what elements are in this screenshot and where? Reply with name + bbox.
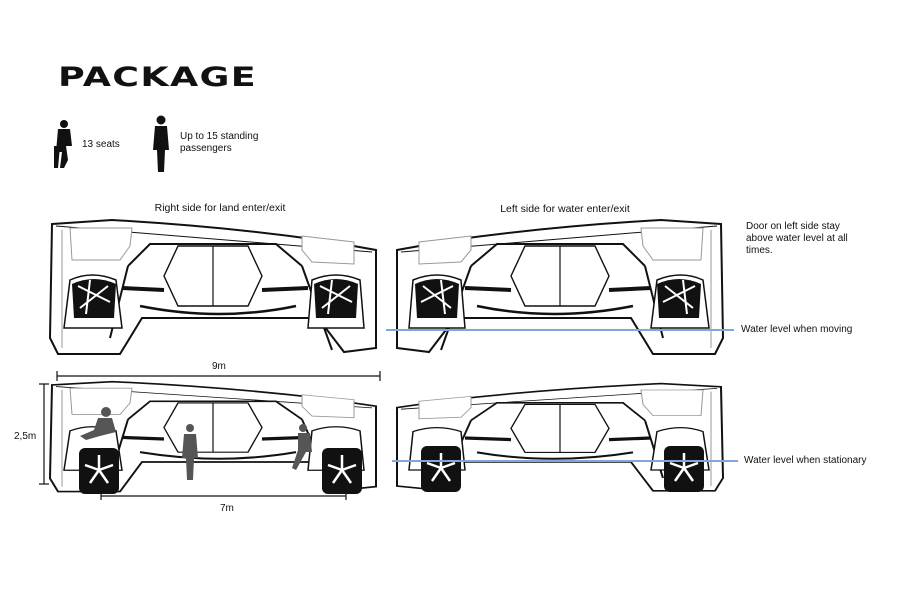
seated-person-icon [54,120,72,168]
dimension-lines [39,371,381,500]
standing-person-icon [153,115,169,172]
caption-left-side: Left side for water enter/exit [500,203,630,215]
vehicle-left-side-top [395,218,725,356]
water-moving-label: Water level when moving [741,324,853,335]
wheelbase-dimension-label: 7m [220,503,234,514]
door-note-line2: above water level at all [746,233,848,244]
height-dimension-label: 2,5m [14,431,37,442]
standing-label-line1: Up to 15 standing [180,131,259,142]
door-note-line3: times. [746,245,773,256]
vehicle-right-side-top [48,218,378,356]
page-title: PACKAGE [58,62,258,93]
caption-right-side: Right side for land enter/exit [154,202,286,214]
standing-label-line2: passengers [180,143,232,154]
door-note-line1: Door on left side stay [746,221,840,232]
seats-label: 13 seats [82,139,120,150]
length-dimension-label: 9m [212,361,226,372]
passenger-silhouettes [80,407,312,480]
water-stationary-label: Water level when stationary [744,455,867,466]
